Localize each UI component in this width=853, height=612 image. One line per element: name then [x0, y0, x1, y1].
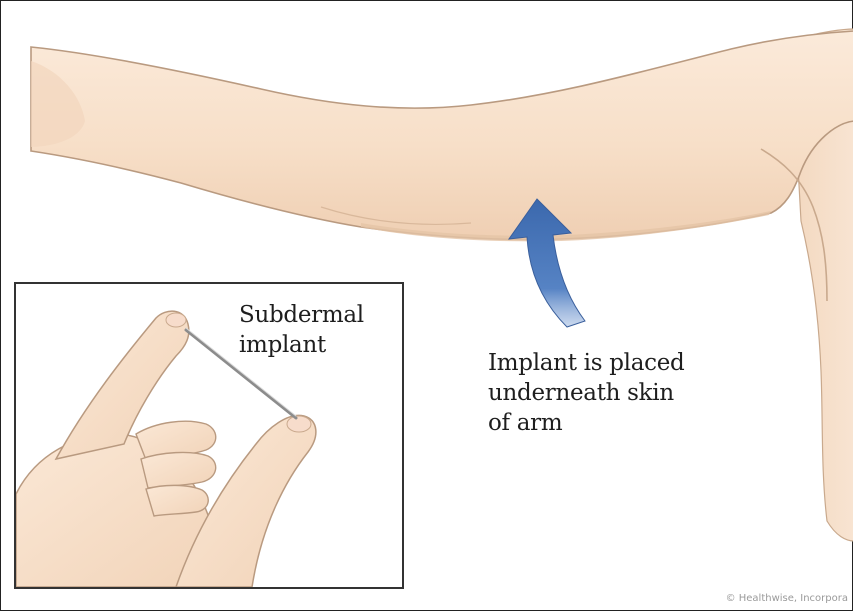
- inset-caption-line1: Subdermal: [239, 302, 364, 328]
- placement-caption-line1: Implant is placed: [488, 350, 684, 376]
- upper-arm-shape: [31, 31, 853, 240]
- inset-panel: Subdermal implant: [14, 282, 404, 589]
- inset-caption-line2: implant: [239, 332, 326, 358]
- placement-caption-line3: of arm: [488, 410, 562, 436]
- placement-caption: Implant is placed underneath skin of arm: [488, 348, 684, 438]
- thumbnail: [287, 416, 311, 432]
- pinky-finger: [146, 485, 208, 516]
- placement-caption-line2: underneath skin: [488, 380, 674, 406]
- index-fingernail: [166, 313, 186, 327]
- inset-caption: Subdermal implant: [239, 300, 364, 360]
- copyright-credit: © Healthwise, Incorpora: [726, 593, 848, 604]
- ring-finger: [141, 452, 216, 488]
